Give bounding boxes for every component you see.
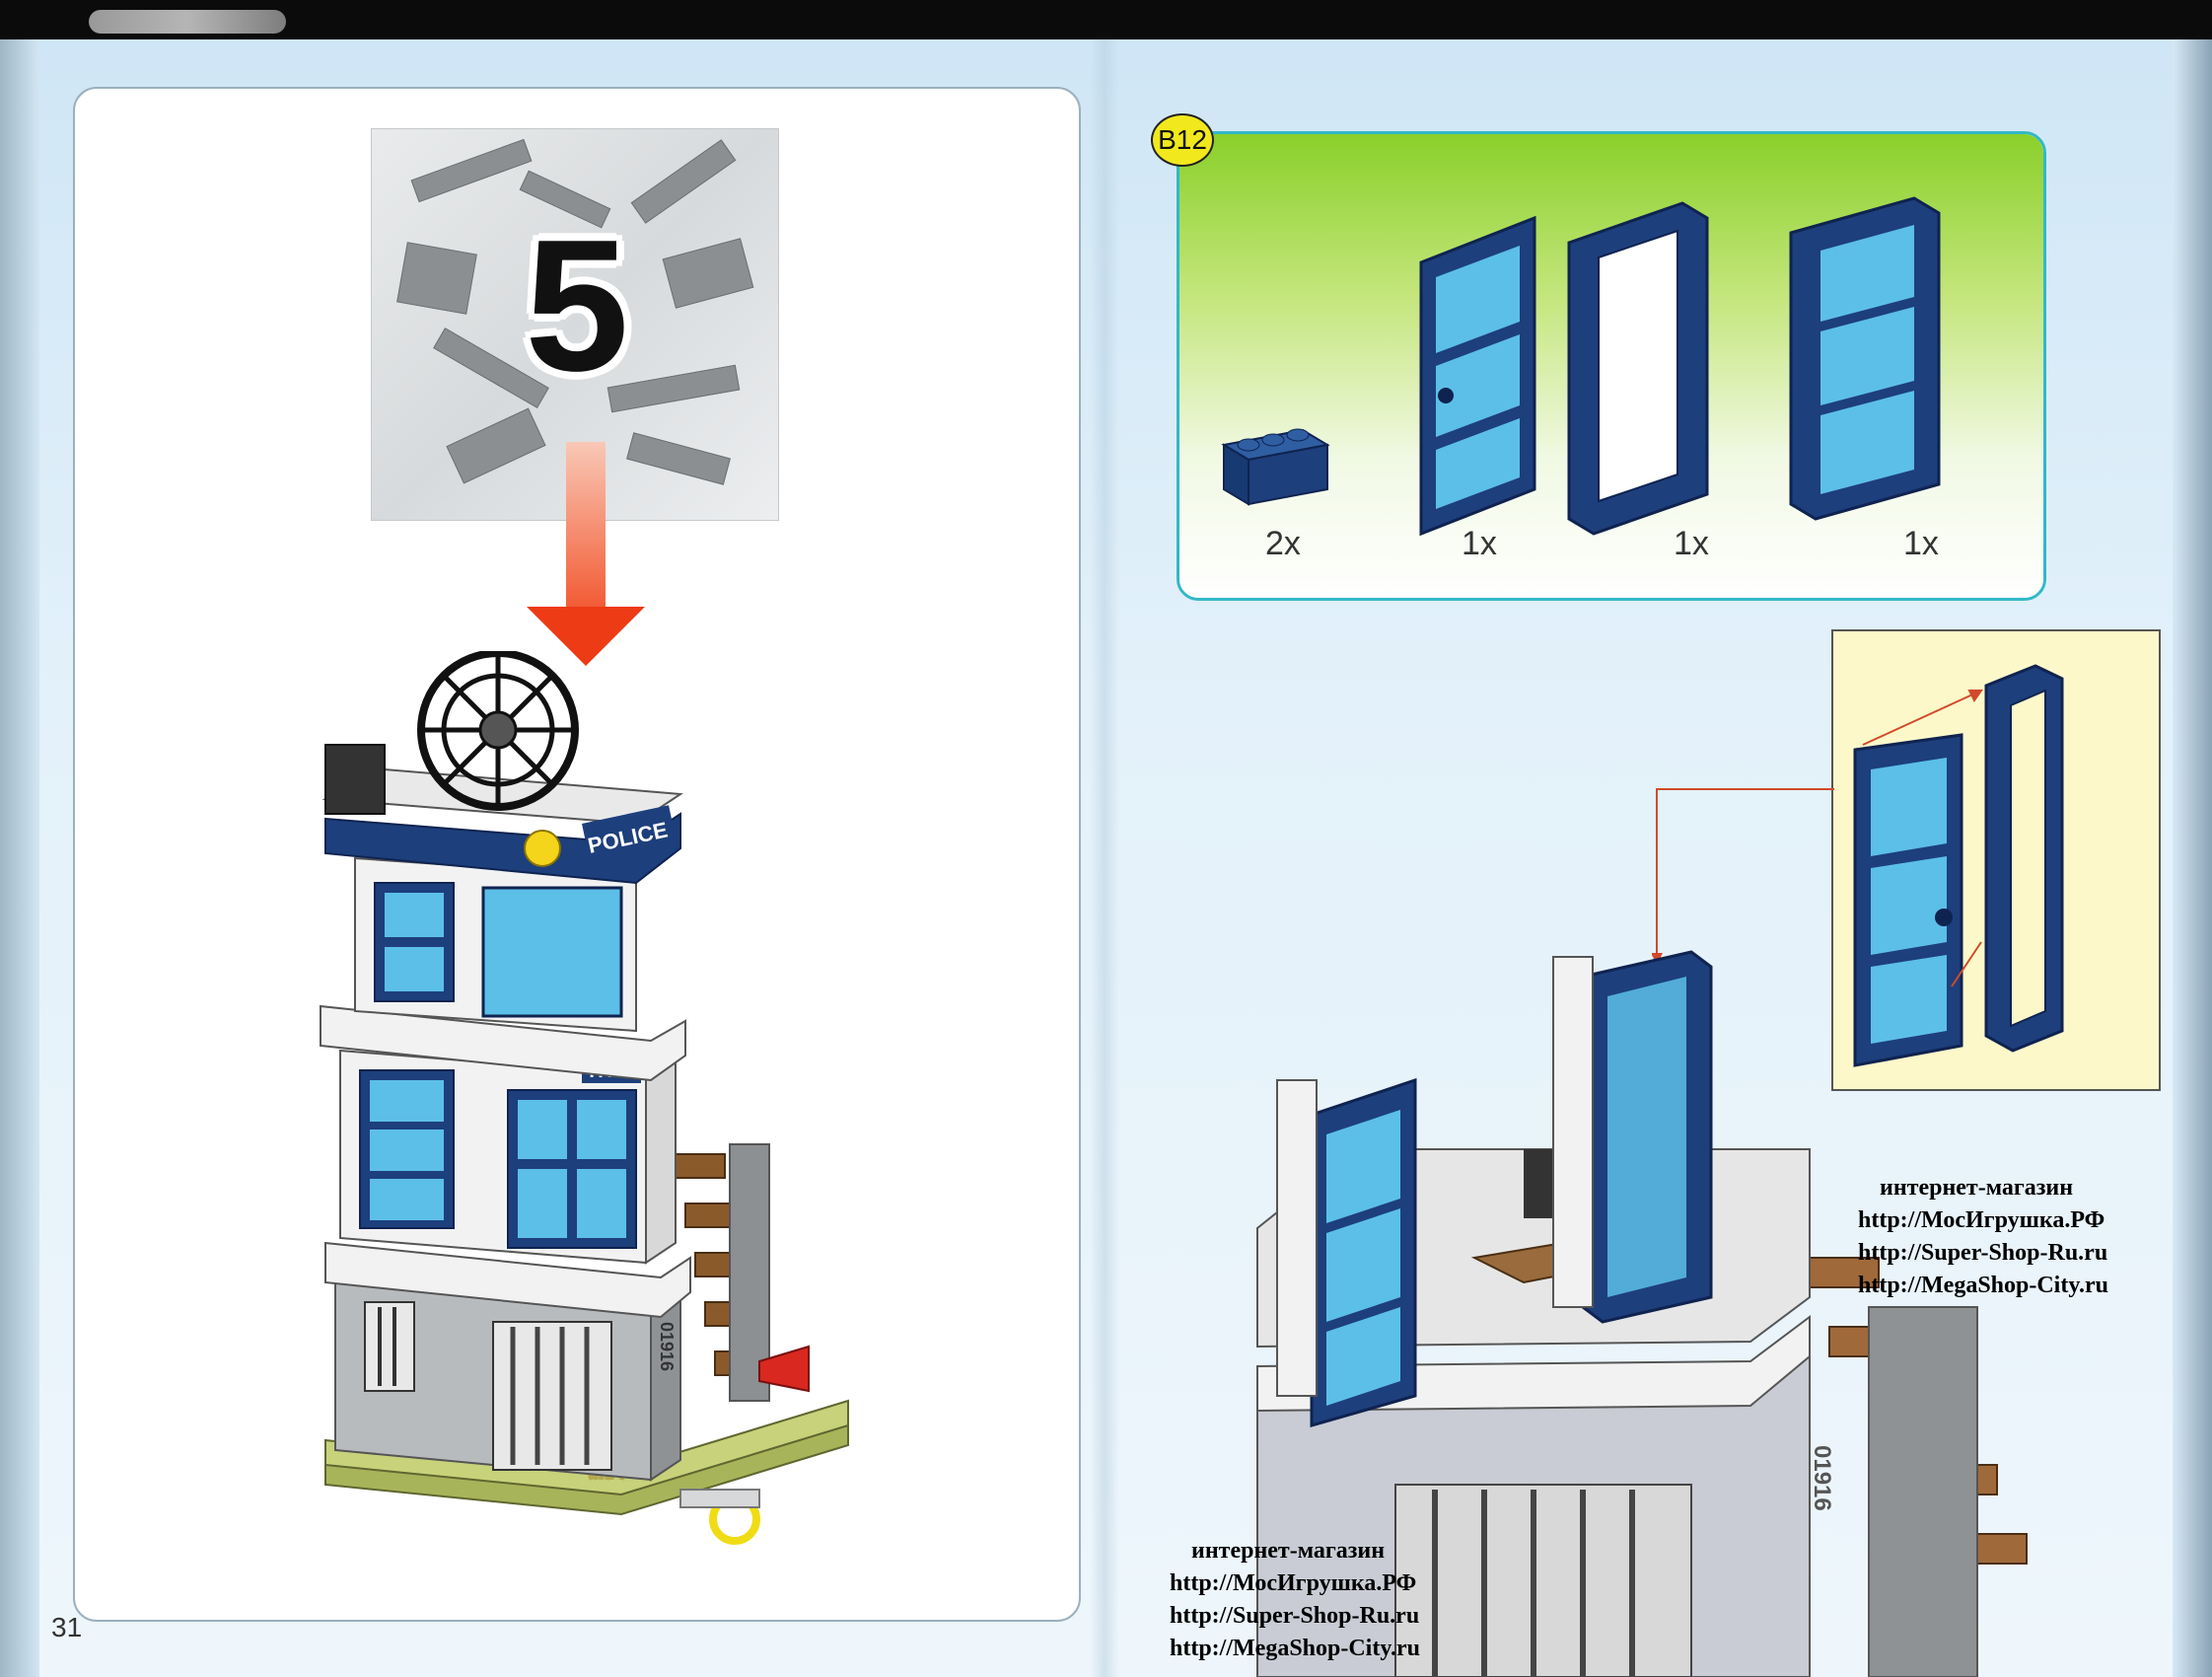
police-tower-model-illustration: TRIA 01916 POLICE (320, 651, 849, 1545)
bag-piece (630, 139, 737, 224)
door-icon (1419, 215, 1536, 537)
watermark-line: http://MegaShop-City.ru (1858, 1273, 2109, 1298)
watermark-line: http://Super-Shop-Ru.ru (1170, 1603, 1420, 1629)
sub-step-badge: B12 (1151, 113, 1214, 167)
building-number-label-right: 01916 (1809, 1445, 1835, 1511)
page-number: 31 (51, 1612, 83, 1642)
parts-list-illustration (1221, 196, 1941, 537)
bag-piece (626, 432, 731, 485)
bag-piece (662, 238, 754, 309)
bag-piece (410, 138, 533, 203)
down-arrow-shaft (566, 442, 606, 610)
booklet-spine (1090, 39, 1119, 1677)
window-frame-icon (1789, 196, 1941, 521)
part-qty-window: 1x (1903, 525, 1939, 562)
watermark-line: http://MegaShop-City.ru (1170, 1636, 1421, 1661)
building-number-label: 01916 (657, 1322, 677, 1371)
model-assembly-illustration: 01916 (1256, 950, 2028, 1677)
part-qty-brick: 2x (1265, 525, 1301, 562)
watermark-line: http://МосИгрушка.РФ (1170, 1570, 1417, 1596)
step-number: 5 (525, 201, 629, 410)
scan-border-top (0, 0, 2212, 45)
watermark-line: http://МосИгрушка.РФ (1858, 1207, 2105, 1233)
part-qty-door: 1x (1462, 525, 1497, 562)
bag-piece (396, 242, 477, 315)
assembly-callout-box (1831, 629, 2161, 1091)
watermark-line: http://Super-Shop-Ru.ru (1858, 1240, 2108, 1266)
scan-glare (89, 10, 286, 34)
watermark-shop-top: интернет-магазин http://МосИгрушка.РФ ht… (1858, 1172, 2108, 1302)
door-assembly-illustration (1853, 664, 2064, 1067)
watermark-shop-bottom: интернет-магазин http://МосИгрушка.РФ ht… (1170, 1535, 1420, 1665)
page-edge-right (2173, 39, 2212, 1677)
bag-piece (446, 407, 546, 484)
page-edge-left (0, 39, 39, 1677)
down-arrow-icon (527, 607, 645, 666)
brick-1x3-icon (1221, 428, 1330, 506)
door-frame-icon (1567, 201, 1709, 536)
watermark-line: интернет-магазин (1191, 1538, 1386, 1564)
parts-list-box (1177, 131, 2046, 601)
watermark-line: интернет-магазин (1880, 1175, 2074, 1201)
part-qty-door-frame: 1x (1674, 525, 1709, 562)
